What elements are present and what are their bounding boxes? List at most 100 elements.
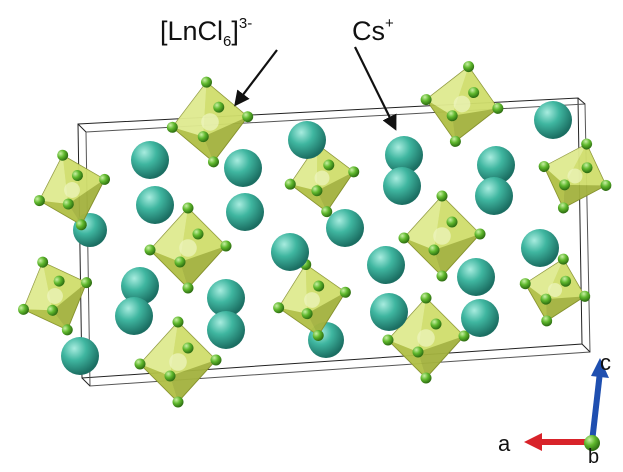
axis-c-arrow [589,371,603,443]
chloride-sphere-icon [284,178,296,190]
complex-main: [LnCl [160,16,224,46]
chloride-sphere-icon [600,179,612,191]
chloride-sphere-icon [75,219,87,231]
cesium-sphere-icon [131,141,169,179]
chloride-sphere-icon [449,135,461,147]
complex-subscript: 6 [223,33,232,50]
axis-b-label: b [588,446,600,468]
chloride-sphere-icon [436,190,448,202]
chloride-sphere-icon [420,94,432,106]
chloride-sphere-icon [164,370,176,382]
cesium-sphere-icon [207,311,245,349]
octahedron-icon [134,316,222,408]
chloride-sphere-icon [436,270,448,282]
chloride-sphere-icon [71,169,83,181]
cesium-cation-label: Cs+ [352,15,394,47]
chloride-sphere-icon [519,278,531,290]
chloride-sphere-icon [492,102,504,114]
cesium-sphere-icon [326,209,364,247]
cesium-ions-front [61,121,559,375]
chloride-sphere-icon [463,61,475,73]
chloride-sphere-icon [474,228,486,240]
chloride-sphere-icon [57,149,69,161]
cation-charge: + [385,15,394,32]
cesium-sphere-icon [534,101,572,139]
chloride-sphere-icon [213,101,225,113]
octahedron-icon [420,61,504,147]
chloride-sphere-icon [420,292,432,304]
axis-c-label: c [600,350,611,375]
chloride-sphere-icon [538,161,550,173]
chloride-sphere-icon [242,111,254,123]
cesium-sphere-icon [475,177,513,215]
chloride-sphere-icon [182,202,194,214]
arrow-icon [354,46,397,131]
chloride-sphere-icon [174,256,186,268]
lncl6-octahedra [17,61,612,408]
axis-a-label: a [498,431,511,456]
chloride-sphere-icon [313,280,325,292]
axis-triad [524,358,609,451]
cesium-sphere-icon [61,337,99,375]
cesium-sphere-icon [521,229,559,267]
chloride-sphere-icon [192,228,204,240]
chloride-sphere-icon [172,316,184,328]
chloride-sphere-icon [468,87,480,99]
chloride-sphere-icon [540,293,552,305]
chloride-sphere-icon [321,206,333,218]
chloride-sphere-icon [134,358,146,370]
chloride-sphere-icon [62,198,74,210]
complex-charge: 3- [238,15,253,32]
cesium-sphere-icon [370,293,408,331]
complex-close: ] [231,16,239,46]
chloride-sphere-icon [398,232,410,244]
cesium-sphere-icon [367,246,405,284]
chloride-sphere-icon [560,275,572,287]
chloride-sphere-icon [207,156,219,168]
chloride-sphere-icon [301,308,313,320]
octahedron-icon [398,190,486,282]
axis-a-head [524,433,542,451]
chloride-sphere-icon [557,202,569,214]
chloride-sphere-icon [311,185,323,197]
chloride-sphere-icon [430,318,442,330]
chloride-sphere-icon [382,334,394,346]
chloride-sphere-icon [581,162,593,174]
cation-main: Cs [352,16,385,46]
chloride-sphere-icon [273,302,285,314]
chloride-sphere-icon [446,110,458,122]
octahedron-icon [166,76,254,168]
chloride-sphere-icon [47,304,59,316]
chloride-sphere-icon [579,290,591,302]
chloride-sphere-icon [197,131,209,143]
cesium-sphere-icon [288,121,326,159]
chloride-sphere-icon [99,173,111,185]
cesium-sphere-icon [121,267,159,305]
cesium-sphere-icon [226,193,264,231]
chloride-sphere-icon [172,396,184,408]
octahedron-icon [273,259,351,341]
chloride-sphere-icon [312,329,324,341]
octahedron-icon [382,292,470,384]
cesium-sphere-icon [385,136,423,174]
chloride-sphere-icon [182,282,194,294]
chloride-sphere-icon [557,253,569,265]
chloride-sphere-icon [166,121,178,133]
chloride-sphere-icon [33,195,45,207]
chloride-sphere-icon [581,138,593,150]
octahedron-icon [33,149,111,231]
chloride-sphere-icon [412,346,424,358]
chloride-sphere-icon [37,256,49,268]
chloride-sphere-icon [61,324,73,336]
chloride-sphere-icon [220,240,232,252]
chloride-sphere-icon [210,354,222,366]
chloride-sphere-icon [420,372,432,384]
chloride-sphere-icon [182,342,194,354]
complex-anion-label: [LnCl6]3- [160,15,253,50]
label-arrows [234,46,397,131]
cesium-sphere-icon [457,258,495,296]
chloride-sphere-icon [17,303,29,315]
cesium-sphere-icon [383,167,421,205]
chloride-sphere-icon [428,244,440,256]
